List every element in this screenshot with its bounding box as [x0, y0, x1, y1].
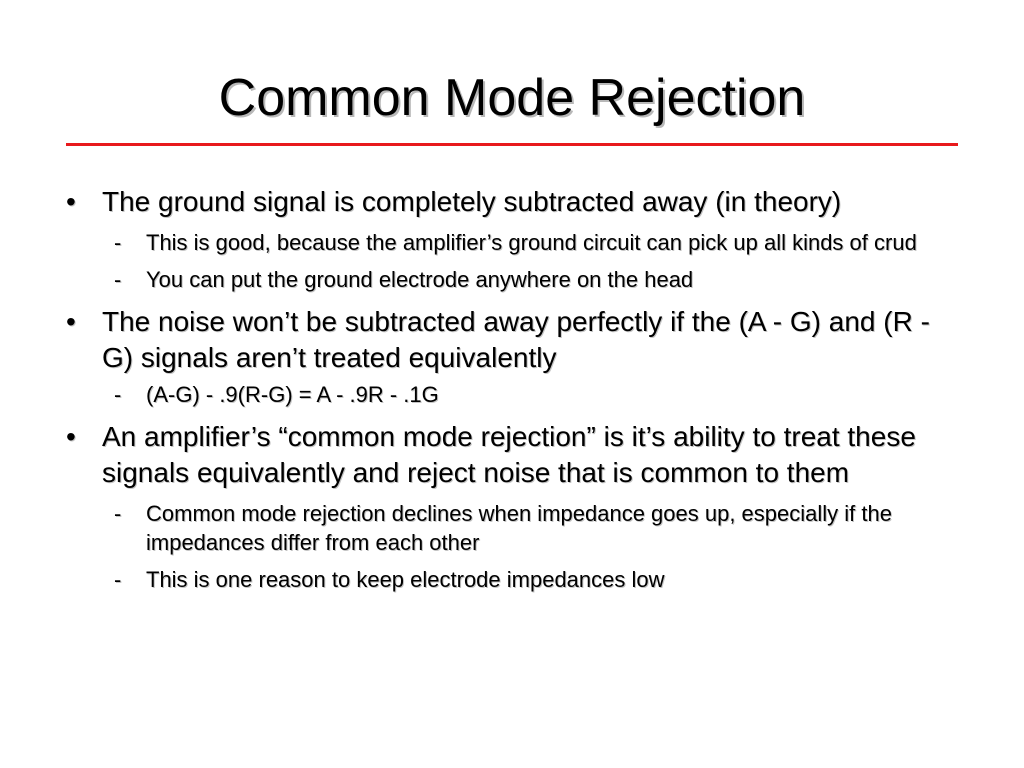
sub-bullet-item: - This is good, because the amplifier’s …: [114, 228, 946, 257]
bullet-dot-icon: •: [66, 306, 76, 337]
bullet-dot-icon: •: [66, 421, 76, 452]
slide-title: Common Mode Rejection: [218, 69, 806, 127]
bullet-item: • The noise won’t be subtracted away per…: [66, 304, 942, 376]
bullet-text: An amplifier’s “common mode rejection” i…: [102, 421, 916, 488]
dash-icon: -: [114, 501, 122, 526]
sub-bullet-item: - You can put the ground electrode anywh…: [114, 265, 946, 294]
sub-bullet-text: (A-G) - .9(R-G) = A - .9R - .1G: [146, 382, 439, 407]
title-underline: [66, 143, 958, 146]
sub-bullet-text: This is one reason to keep electrode imp…: [146, 567, 665, 592]
sub-bullet-item: - This is one reason to keep electrode i…: [114, 565, 946, 594]
bullet-dot-icon: •: [66, 186, 76, 217]
bullet-text: The noise won’t be subtracted away perfe…: [102, 306, 930, 373]
bullet-item: • An amplifier’s “common mode rejection”…: [66, 419, 942, 491]
bullet-item: • The ground signal is completely subtra…: [66, 184, 942, 220]
bullet-text: The ground signal is completely subtract…: [102, 186, 842, 217]
dash-icon: -: [114, 267, 122, 292]
dash-icon: -: [114, 382, 122, 407]
bullet-list: • The ground signal is completely subtra…: [0, 184, 1024, 594]
sub-bullet-item: - Common mode rejection declines when im…: [114, 499, 946, 557]
sub-bullet-text: This is good, because the amplifier’s gr…: [146, 230, 917, 255]
sub-bullet-text: You can put the ground electrode anywher…: [146, 267, 694, 292]
sub-bullet-text: Common mode rejection declines when impe…: [146, 501, 892, 555]
sub-bullet-item: - (A-G) - .9(R-G) = A - .9R - .1G: [114, 380, 946, 409]
dash-icon: -: [114, 230, 122, 255]
dash-icon: -: [114, 567, 122, 592]
